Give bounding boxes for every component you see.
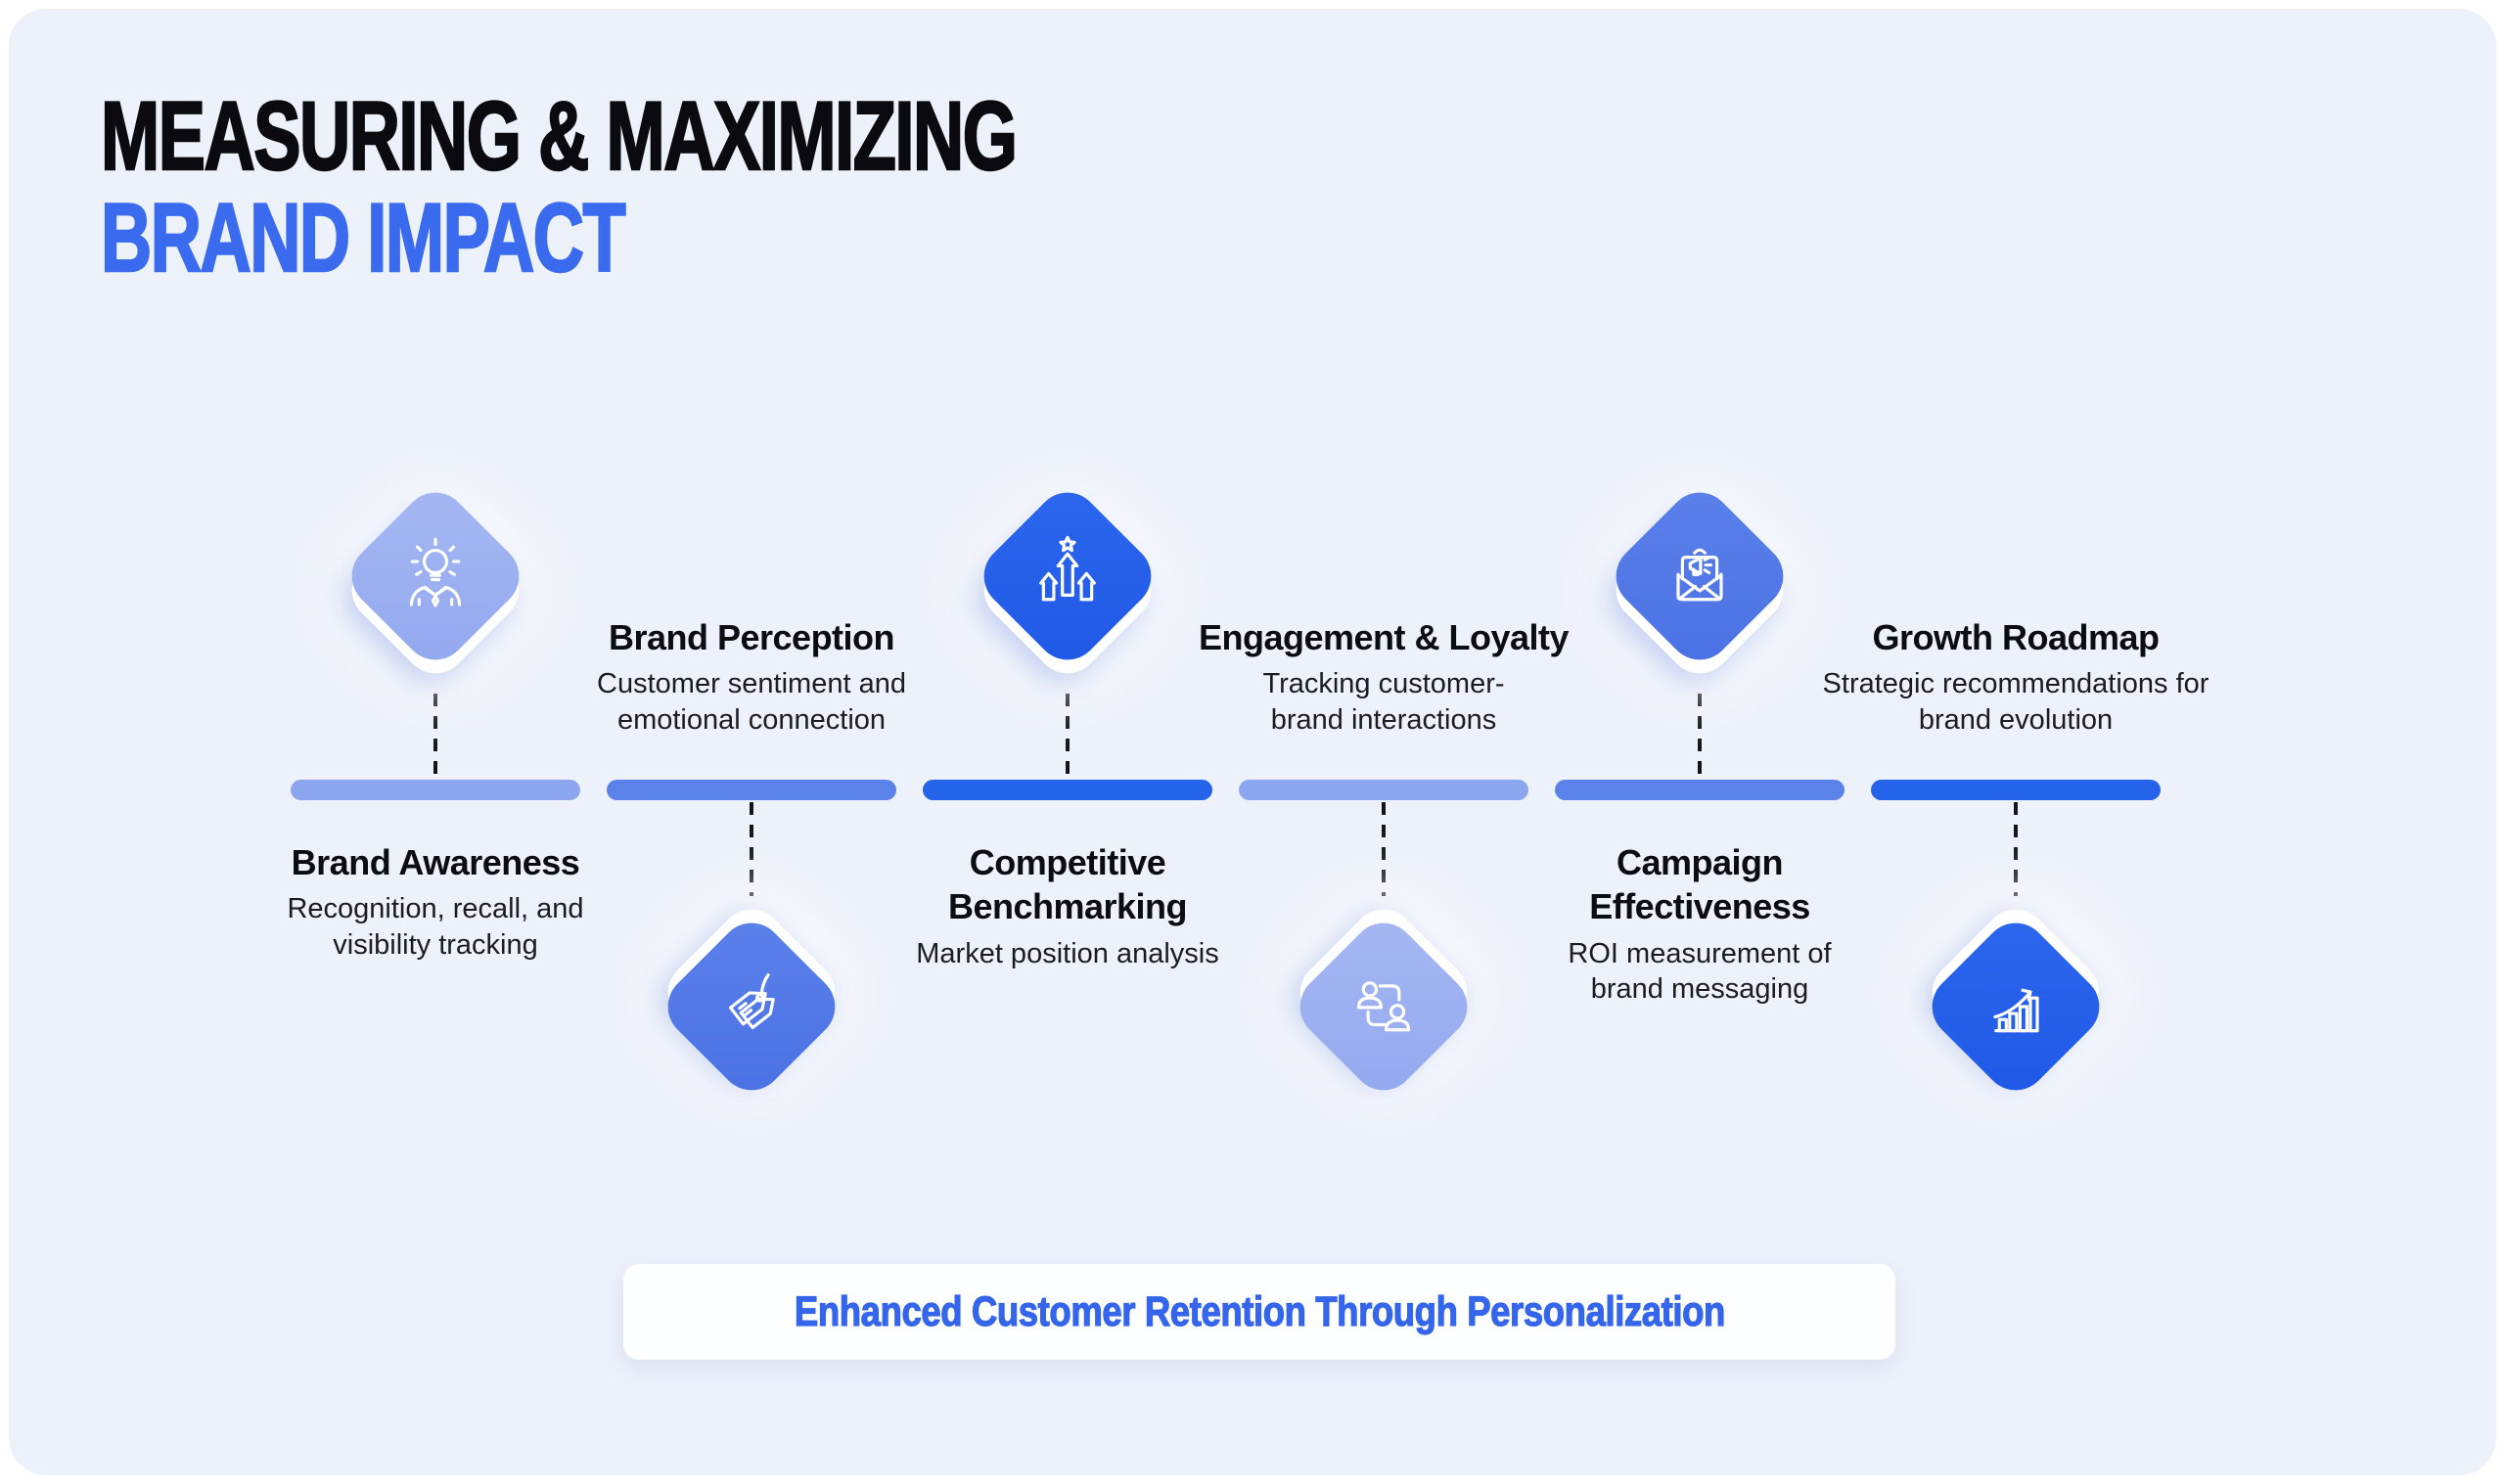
timeline-step-engagement-loyalty: Engagement & Loyalty Tracking customer-b… xyxy=(1199,9,1570,1183)
footer-banner-text: Enhanced Customer Retention Through Pers… xyxy=(794,1287,1725,1335)
connector-dashed-line xyxy=(2014,802,2018,896)
step-diamond xyxy=(338,478,533,687)
connector-dashed-line xyxy=(1698,694,1702,778)
page-title: MEASURING & MAXIMIZING BRAND IMPACT xyxy=(100,81,1354,292)
growth-chart-icon xyxy=(1918,909,2114,1104)
step-description: Market position analysis xyxy=(916,937,1219,969)
campaign-mail-icon xyxy=(1602,478,1798,674)
step-text: Competitive Benchmarking Market position… xyxy=(852,840,1283,971)
step-description: Strategic recommendations for brand evol… xyxy=(1822,668,2209,736)
step-description: Tracking customer-brand interactions xyxy=(1262,668,1505,736)
step-description: ROI measurement of brand messaging xyxy=(1568,937,1832,1006)
customer-exchange-icon xyxy=(1286,909,1481,1104)
timeline-step-brand-awareness: Brand Awareness Recognition, recall, and… xyxy=(287,9,584,1183)
step-diamond xyxy=(1602,478,1798,687)
price-tags-icon xyxy=(654,909,849,1104)
step-diamond xyxy=(970,478,1165,687)
timeline-bar-segment xyxy=(1871,780,2161,800)
infographic-canvas: MEASURING & MAXIMIZING BRAND IMPACT xyxy=(9,9,2496,1475)
timeline-bar-segment xyxy=(291,780,580,800)
timeline-step-brand-perception: Brand Perception Customer sentiment and … xyxy=(597,9,906,1183)
step-diamond xyxy=(1918,896,2114,1104)
step-title: Brand Awareness xyxy=(291,842,580,882)
connector-dashed-line xyxy=(1066,694,1070,778)
step-title: Engagement & Loyalty xyxy=(1198,617,1570,657)
step-diamond xyxy=(654,896,849,1104)
step-title: Campaign Effectiveness xyxy=(1589,842,1810,927)
step-diamond xyxy=(1286,896,1481,1104)
timeline-bar-segment xyxy=(923,780,1212,800)
step-description: Customer sentiment and emotional connect… xyxy=(597,668,906,736)
page-title-line2: BRAND IMPACT xyxy=(100,182,626,292)
step-text: Brand Awareness Recognition, recall, and… xyxy=(220,840,651,963)
step-title: Brand Perception xyxy=(608,617,895,657)
timeline-step-competitive-benchmarking: Competitive Benchmarking Market position… xyxy=(916,9,1219,1183)
timeline-step-growth-roadmap: Growth Roadmap Strategic recommendations… xyxy=(1823,9,2209,1183)
step-description: Recognition, recall, and visibility trac… xyxy=(287,893,584,961)
timeline-step-campaign-effectiveness: Campaign Effectiveness ROI measurement o… xyxy=(1555,9,1845,1183)
connector-dashed-line xyxy=(433,694,437,778)
timeline-bar-segment xyxy=(1555,780,1845,800)
step-text: Brand Perception Customer sentiment and … xyxy=(536,615,967,738)
footer-banner: Enhanced Customer Retention Through Pers… xyxy=(623,1264,1895,1360)
step-text: Engagement & Loyalty Tracking customer-b… xyxy=(1168,615,1599,738)
page-title-line1: MEASURING & MAXIMIZING xyxy=(100,81,1019,190)
ranking-arrows-icon xyxy=(970,478,1165,674)
timeline-bar-segment xyxy=(1239,780,1528,800)
connector-dashed-line xyxy=(1382,802,1386,896)
step-title: Competitive Benchmarking xyxy=(947,842,1188,927)
step-text: Growth Roadmap Strategic recommendations… xyxy=(1800,615,2231,738)
step-title: Growth Roadmap xyxy=(1872,617,2160,657)
timeline-bar-segment xyxy=(607,780,896,800)
connector-dashed-line xyxy=(750,802,753,896)
step-text: Campaign Effectiveness ROI measurement o… xyxy=(1484,840,1915,1008)
idea-person-icon xyxy=(338,478,533,674)
